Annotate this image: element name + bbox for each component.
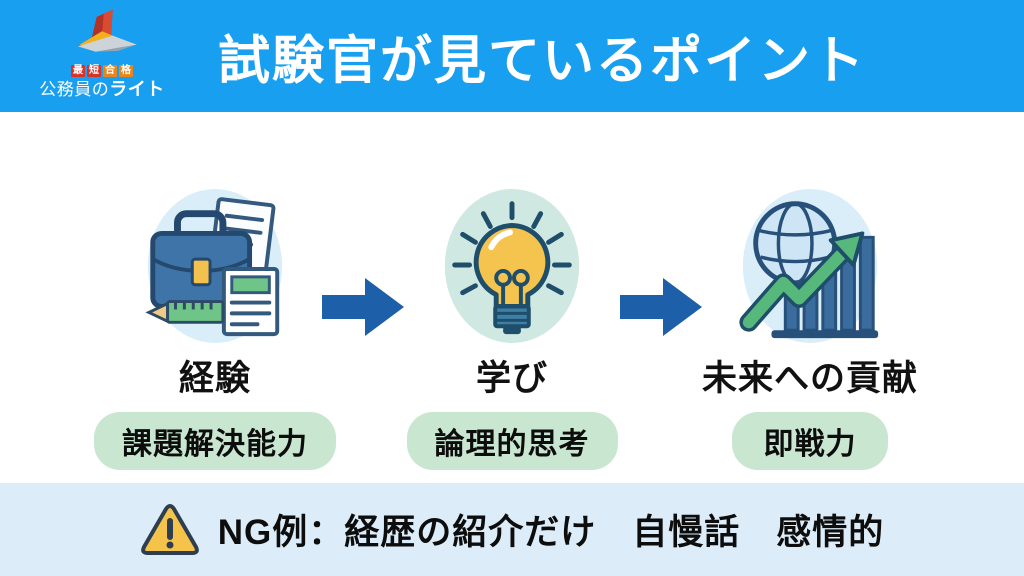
step-label: 経験 bbox=[178, 359, 251, 398]
header-bar: 最短合格 公務員のライト 試験官が見ているポイント bbox=[0, 0, 1024, 112]
logo-badge-char: 合 bbox=[103, 65, 117, 77]
globe-growth-chart-icon bbox=[734, 186, 886, 346]
step-learning: 学び 論理的思考 bbox=[362, 186, 662, 470]
lightbulb-icon bbox=[436, 186, 588, 346]
flow-arrow-icon bbox=[620, 278, 702, 336]
briefcase-documents-icon bbox=[139, 186, 291, 346]
logo-brand-name: 公務員のライト bbox=[38, 80, 166, 98]
page-title: 試験官が見ているポイント bbox=[217, 32, 866, 91]
ng-example-text: NG例：経歴の紹介だけ 自慢話 感情的 bbox=[217, 513, 885, 552]
ng-example-bar: NG例：経歴の紹介だけ 自慢話 感情的 bbox=[0, 483, 1024, 576]
logo-brand-prefix: 公務員の bbox=[39, 80, 110, 99]
brand-logo: 最短合格 公務員のライト bbox=[38, 8, 166, 98]
flow-arrow-icon bbox=[322, 278, 404, 336]
logo-badges: 最短合格 bbox=[38, 61, 166, 77]
logo-brand-bold: ライト bbox=[109, 79, 165, 99]
warning-triangle-icon bbox=[140, 503, 199, 555]
logo-badge-char: 格 bbox=[119, 65, 133, 77]
step-label: 未来への貢献 bbox=[701, 359, 918, 398]
logo-badge-char: 短 bbox=[87, 65, 101, 77]
step-experience: 経験 課題解決能力 bbox=[65, 186, 365, 470]
step-tag-pill: 課題解決能力 bbox=[94, 412, 336, 470]
step-tag-pill: 即戦力 bbox=[732, 412, 888, 470]
origami-bird-icon bbox=[77, 9, 137, 52]
flow-diagram: 経験 課題解決能力 bbox=[0, 112, 1024, 483]
step-future-contribution: 未来への貢献 即戦力 bbox=[660, 186, 960, 470]
logo-badge-char: 最 bbox=[71, 65, 85, 77]
step-label: 学び bbox=[475, 359, 548, 398]
step-tag-pill: 論理的思考 bbox=[406, 412, 618, 470]
